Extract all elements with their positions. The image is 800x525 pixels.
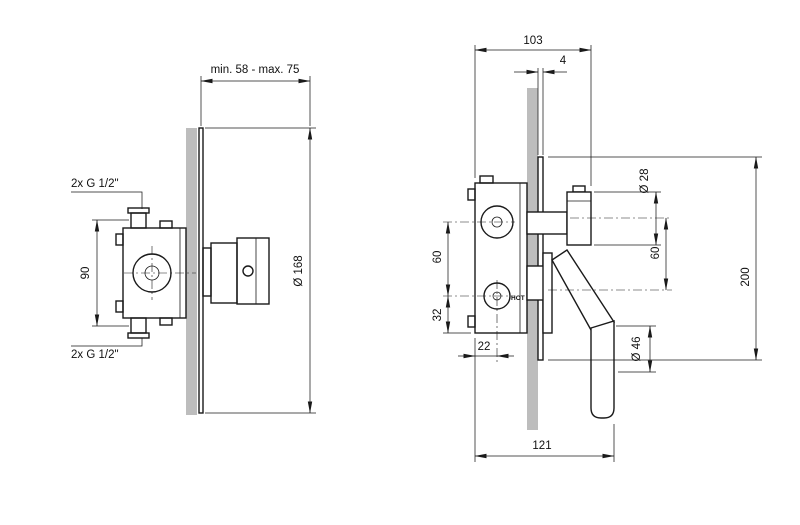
trim-side-profile xyxy=(202,237,270,305)
dim-port-spacing-label: 90 xyxy=(80,267,92,280)
port-bottom-label: 2x G 1/2" xyxy=(71,349,119,361)
body-tab-top xyxy=(115,233,124,246)
trim-adapter xyxy=(202,247,212,297)
body-outline xyxy=(122,227,187,319)
dim-handle-diameter-label: Ø 46 xyxy=(631,337,643,362)
dim-inlet-spacing: 60 32 xyxy=(432,221,471,334)
cover-plate-side xyxy=(537,156,544,361)
body-outline xyxy=(474,182,528,334)
wall-section xyxy=(186,128,197,415)
inlet-cap-bottom xyxy=(127,332,150,339)
left-centerlines xyxy=(124,246,196,300)
body-step-top xyxy=(159,220,173,229)
dim-body-depth-label: 103 xyxy=(523,35,542,47)
dim-depth-range-label: min. 58 - max. 75 xyxy=(211,64,300,76)
wall-section xyxy=(527,88,538,430)
leader-line xyxy=(71,191,143,209)
knob-nub xyxy=(572,185,586,193)
dim-handle-diameter: Ø 46 xyxy=(616,325,656,373)
leader-line xyxy=(71,338,143,347)
dim-port-spacing: 90 xyxy=(80,219,129,327)
dim-inlet-spacing-label: 60 xyxy=(432,251,444,264)
dim-projection-label: 121 xyxy=(532,440,551,452)
rough-valve-body xyxy=(115,207,187,339)
dim-port-depth-label: 22 xyxy=(478,341,491,353)
dim-plate-thickness: 4 xyxy=(514,55,567,155)
label-port-bottom: 2x G 1/2" xyxy=(71,338,143,361)
rough-valve-body-side xyxy=(467,175,528,334)
dim-depth-range: min. 58 - max. 75 xyxy=(200,64,311,126)
trim-screw-circle xyxy=(242,265,254,277)
dim-handle-spacing: 60 xyxy=(650,217,669,291)
trim-parts xyxy=(526,185,616,419)
dim-handle-spacing-label: 60 xyxy=(650,247,662,260)
diverter-knob xyxy=(566,191,592,246)
dim-knob-diameter: Ø 28 xyxy=(594,169,661,246)
dim-port-depth: 22 xyxy=(458,341,514,359)
dim-inlet-offset-label: 32 xyxy=(432,309,444,322)
knob-stem xyxy=(526,211,568,235)
dim-plate-height: 200 xyxy=(548,156,762,361)
trim-handle-block xyxy=(236,237,270,305)
inlet-cap-top xyxy=(127,207,150,214)
trim-mid-block xyxy=(210,242,238,304)
dim-plate-thickness-label: 4 xyxy=(560,55,567,67)
inlet-port-bottom xyxy=(130,317,147,334)
dim-body-depth: 103 xyxy=(474,35,592,186)
body-tab-bottom xyxy=(115,300,124,313)
label-port-top: 2x G 1/2" xyxy=(71,178,143,209)
dim-projection: 121 xyxy=(474,338,615,462)
right-view: HOT 103 xyxy=(432,35,762,462)
dim-plate-diameter: Ø 168 xyxy=(205,127,316,414)
body-tab-top xyxy=(467,188,476,201)
handle-base xyxy=(542,252,553,334)
body-step-bottom xyxy=(159,317,173,326)
left-view: min. 58 - max. 75 Ø 168 90 2x G 1/2" 2x … xyxy=(71,64,316,415)
dim-plate-diameter-label: Ø 168 xyxy=(293,255,305,286)
dim-plate-height-label: 200 xyxy=(740,267,752,286)
hot-marking: HOT xyxy=(511,295,525,302)
inlet-port-top xyxy=(130,212,147,229)
body-tab-bottom xyxy=(467,315,476,328)
body-step-top xyxy=(479,175,494,184)
dim-knob-diameter-label: Ø 28 xyxy=(639,169,651,194)
handle-grip xyxy=(590,320,615,419)
port-top-label: 2x G 1/2" xyxy=(71,178,119,190)
